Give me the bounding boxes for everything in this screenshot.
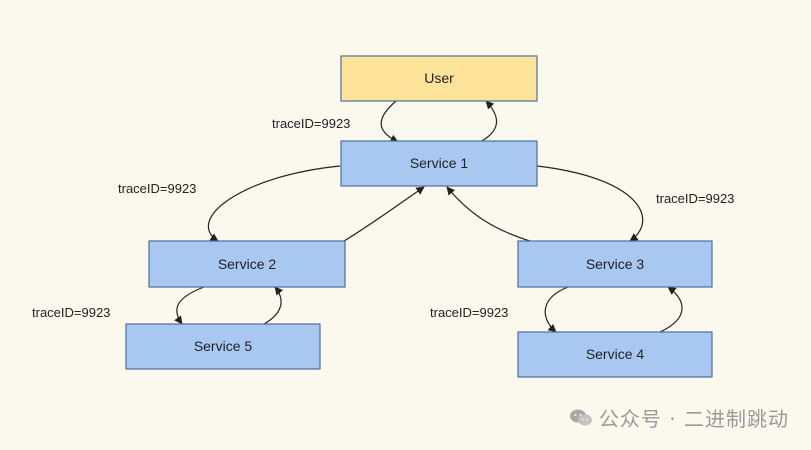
node-user-label: User [424, 70, 454, 86]
node-service3-label: Service 3 [586, 256, 645, 272]
edge-service5-to-service2 [263, 286, 284, 325]
edge-service1-to-user [479, 100, 498, 143]
node-user-box [340, 55, 538, 102]
node-service1: Service 1 [340, 140, 538, 187]
edge-service1-to-service3 [536, 165, 644, 242]
edge-label-service2-service5: traceID=9923 [32, 305, 110, 320]
edge-label-service1-service2: traceID=9923 [118, 181, 196, 196]
wechat-icon [569, 409, 592, 425]
node-service1-box [340, 140, 538, 187]
edge-label-user-service1: traceID=9923 [272, 116, 350, 131]
edge-user-to-service1 [380, 100, 399, 143]
node-service2-box [148, 240, 346, 288]
node-service2-label: Service 2 [218, 256, 277, 272]
edge-service1-to-service2 [207, 165, 341, 242]
edge-service2-to-service5 [174, 286, 205, 325]
node-service3-box [517, 240, 713, 288]
node-service4-label: Service 4 [586, 346, 645, 362]
node-service4: Service 4 [517, 331, 713, 378]
watermark-text: 公众号 · 二进制跳动 [598, 407, 789, 431]
edge-label-service1-service3: traceID=9923 [656, 191, 734, 206]
edge-service4-to-service3 [659, 286, 683, 333]
node-service5: Service 5 [125, 323, 321, 370]
edge-label-service3-service4: traceID=9923 [430, 305, 508, 320]
node-service2: Service 2 [148, 240, 346, 288]
edge-service2-to-service1 [343, 186, 425, 242]
watermark: 公众号 · 二进制跳动 [569, 403, 789, 432]
node-user: User [340, 55, 538, 102]
edge-service3-to-service1 [446, 186, 531, 242]
node-service5-label: Service 5 [194, 338, 253, 354]
edge-service3-to-service4 [544, 286, 569, 333]
node-service3: Service 3 [517, 240, 713, 288]
node-service4-box [517, 331, 713, 378]
node-service5-box [125, 323, 321, 370]
node-service1-label: Service 1 [410, 155, 469, 171]
